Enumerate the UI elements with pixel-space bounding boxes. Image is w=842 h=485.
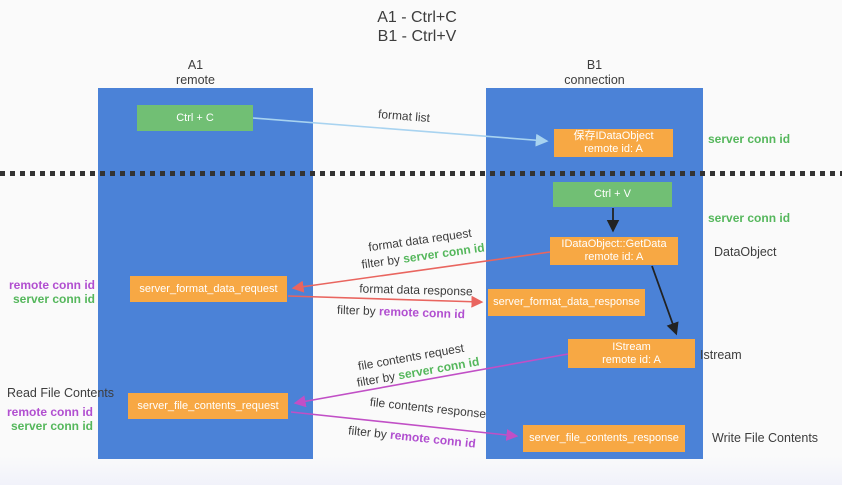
annotation-server-conn-id-mid: server conn id	[708, 211, 791, 225]
label-filter-format-response-key: remote conn id	[378, 304, 466, 322]
lifeline-b1-name: B1	[586, 58, 603, 72]
node-ctrl-v-label: Ctrl + V	[594, 188, 631, 200]
label-filter-format-request-prefix: filter by	[360, 252, 401, 272]
annotation-dataobject: DataObject	[714, 245, 777, 259]
annotation-conn-ids-file: remote conn id server conn id	[0, 405, 93, 433]
node-server-format-data-request: server_format_data_request	[130, 276, 287, 302]
label-file-contents-response: file contents response	[369, 394, 487, 422]
title-line-ctrl-c: A1 - Ctrl+C	[377, 9, 457, 26]
node-istream: IStream remote id: A	[568, 339, 695, 368]
node-istream-line2: remote id: A	[602, 353, 661, 366]
title-line-ctrl-v: B1 - Ctrl+V	[377, 28, 457, 45]
node-ctrl-v: Ctrl + V	[553, 182, 672, 207]
node-save-idataobject: 保存IDataObject remote id: A	[554, 129, 673, 157]
annotation-istream: Istream	[700, 348, 742, 362]
node-server-format-data-response-label: server_format_data_response	[493, 296, 640, 308]
node-server-file-contents-request-label: server_file_contents_request	[137, 399, 279, 412]
annotation-remote-conn-id-file: remote conn id	[6, 405, 93, 419]
annotation-remote-conn-id-format: remote conn id	[8, 278, 95, 292]
annotation-conn-ids-format: remote conn id server conn id	[0, 278, 95, 306]
diagram-title: A1 - Ctrl+C B1 - Ctrl+V	[332, 8, 502, 46]
annotation-read-file-contents: Read File Contents	[7, 386, 115, 400]
node-idataobject-getdata-line1: IDataObject::GetData	[561, 238, 667, 250]
node-server-file-contents-request: server_file_contents_request	[128, 393, 288, 419]
node-save-idataobject-line2: remote id: A	[584, 143, 643, 155]
node-istream-line1: IStream	[612, 340, 651, 353]
node-server-format-data-response: server_format_data_response	[488, 289, 645, 316]
annotation-write-file-contents: Write File Contents	[712, 431, 819, 445]
annotation-server-conn-id-format: server conn id	[12, 292, 95, 306]
lifeline-header-b1: B1 connection	[486, 58, 703, 88]
label-filter-file-response-key: remote conn id	[389, 427, 477, 451]
node-server-file-contents-response: server_file_contents_response	[523, 425, 685, 452]
label-filter-file-response: filter by remote conn id	[348, 423, 477, 450]
label-format-data-response: format data response	[359, 281, 473, 299]
label-format-list: format list	[377, 106, 431, 126]
lifeline-header-a1: A1 remote	[88, 58, 303, 88]
label-filter-format-response-prefix: filter by	[336, 302, 376, 319]
node-save-idataobject-line1: 保存IDataObject	[573, 130, 654, 142]
label-filter-file-response-prefix: filter by	[347, 423, 388, 442]
lifeline-b1-subtitle: connection	[564, 73, 625, 87]
node-idataobject-getdata: IDataObject::GetData remote id: A	[550, 237, 678, 265]
lifeline-a1-subtitle: remote	[176, 73, 215, 87]
node-server-file-contents-response-label: server_file_contents_response	[529, 432, 679, 444]
section-divider-dotted-line	[0, 171, 842, 176]
lifeline-a1-name: A1	[187, 58, 204, 72]
node-ctrl-c-label: Ctrl + C	[176, 111, 214, 124]
annotation-server-conn-id-file: server conn id	[10, 419, 93, 433]
label-filter-format-response: filter by remote conn id	[337, 303, 465, 321]
node-ctrl-c: Ctrl + C	[137, 105, 253, 131]
node-server-format-data-request-label: server_format_data_request	[139, 282, 278, 295]
annotation-server-conn-id-top: server conn id	[708, 132, 791, 146]
node-idataobject-getdata-line2: remote id: A	[584, 251, 644, 263]
